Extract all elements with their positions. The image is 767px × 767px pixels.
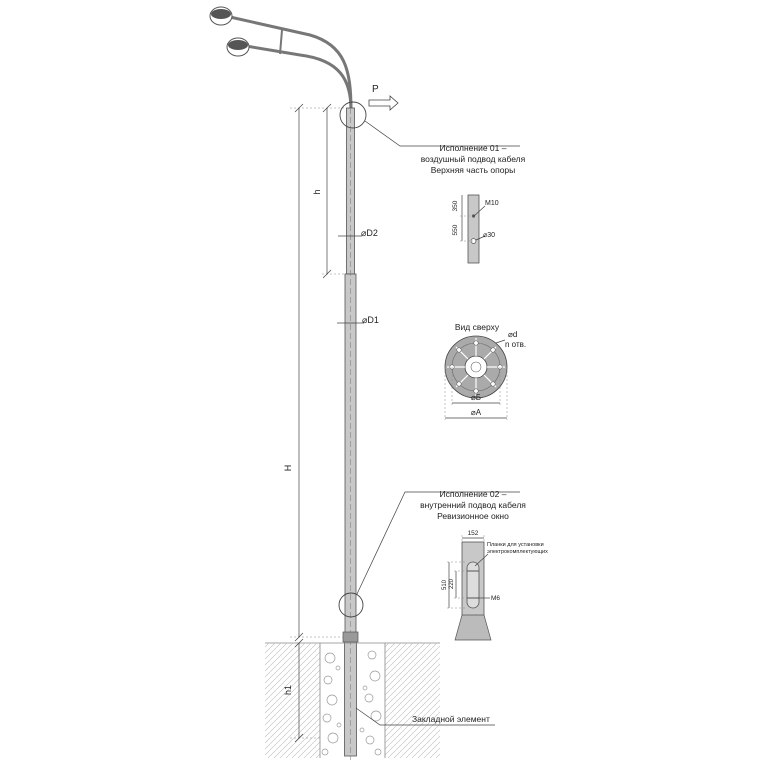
load-label: P — [372, 84, 379, 95]
dim-h1 — [290, 638, 320, 743]
callout-top-line1: Исполнение 01 – — [440, 143, 507, 153]
callout-bottom-line3: Ревизионное окно — [437, 511, 509, 521]
detail-top-d30: ⌀30 — [483, 232, 495, 239]
callout-top-line3: Верхняя часть опоры — [431, 165, 516, 175]
detail-bottom-note2: электрокомплектующих — [487, 549, 548, 555]
callout-bottom-line2: внутренний подвод кабеля — [420, 500, 526, 510]
detail-top-m10: M10 — [485, 200, 499, 207]
dim-D2-label: ⌀D2 — [361, 228, 378, 238]
top-view-holes-n: n отв. — [505, 340, 526, 349]
top-view-dia-b: ⌀Б — [471, 393, 481, 402]
detail-top-pole — [460, 194, 486, 264]
detail-bottom-220: 220 — [449, 578, 455, 589]
detail-top-350: 350 — [452, 200, 459, 211]
dim-h — [322, 103, 345, 279]
bracket-arm — [229, 15, 353, 111]
luminaire-upper — [209, 6, 233, 26]
detail-bottom-pole — [447, 535, 492, 641]
dim-H — [290, 103, 346, 642]
callout-top-line2: воздушный подвод кабеля — [421, 154, 526, 164]
callout-bottom-marker — [338, 491, 520, 618]
detail-bottom-m6: M6 — [491, 595, 500, 602]
embed-leader — [355, 707, 495, 726]
base-flange-top-view — [444, 335, 508, 420]
dim-H-label: H — [283, 465, 293, 472]
detail-bottom-note1: Планки для установки — [487, 542, 544, 548]
load-arrow — [368, 95, 399, 111]
callout-bottom-line1: Исполнение 02 – — [440, 489, 507, 499]
embed-label: Закладной элемент — [412, 714, 490, 724]
ground — [265, 642, 440, 758]
top-view-hole-d: ⌀d — [508, 330, 517, 339]
dim-h1-label: h1 — [283, 685, 293, 695]
dim-h-label: h — [312, 189, 322, 194]
detail-bottom-510: 510 — [442, 579, 448, 590]
callout-top-marker — [339, 101, 520, 147]
top-view-title: Вид сверху — [455, 322, 500, 332]
pole-shaft — [342, 107, 359, 760]
detail-top-550: 550 — [452, 224, 459, 235]
top-view-dia-a: ⌀А — [471, 408, 482, 417]
foundation-gravel — [321, 650, 382, 756]
luminaire-lower — [226, 37, 250, 57]
detail-bottom-152: 152 — [468, 530, 479, 537]
dim-D1-label: ⌀D1 — [362, 315, 379, 325]
